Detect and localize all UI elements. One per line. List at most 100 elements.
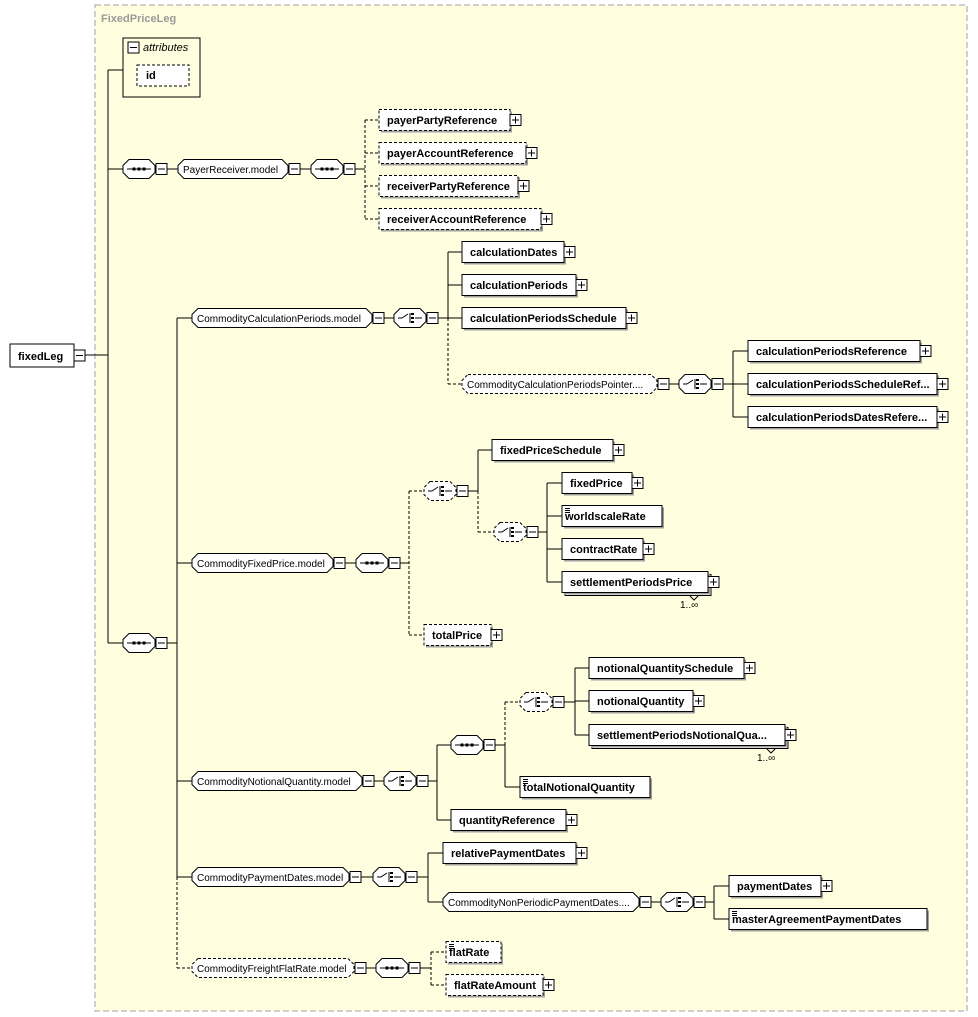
collapse-icon[interactable]	[155, 163, 168, 175]
element-notionalquantity[interactable]: notionalQuantity	[588, 690, 705, 714]
choice-compositor[interactable]	[372, 867, 418, 887]
expand-icon[interactable]	[542, 979, 555, 991]
element-quantityreference[interactable]: quantityReference	[450, 809, 578, 833]
expand-icon[interactable]	[563, 246, 576, 258]
collapse-icon[interactable]	[456, 485, 469, 497]
choice-compositor[interactable]	[493, 522, 539, 542]
element-fixedprice[interactable]: fixedPrice	[561, 472, 644, 496]
collapse-icon[interactable]	[552, 696, 565, 708]
expand-icon[interactable]	[936, 411, 949, 423]
simple-type-icon	[565, 508, 570, 513]
group-payerreceiver-model[interactable]: PayerReceiver.model	[177, 159, 301, 179]
element-label: masterAgreementPaymentDates	[732, 914, 901, 926]
sequence-compositor[interactable]	[122, 633, 168, 653]
expand-icon[interactable]	[612, 444, 625, 456]
expand-icon[interactable]	[575, 847, 588, 859]
collapse-icon[interactable]	[711, 378, 724, 390]
element-totalprice[interactable]: totalPrice	[423, 624, 503, 648]
collapse-icon[interactable]	[362, 775, 375, 787]
element-label: fixedPrice	[570, 478, 623, 490]
element-calculationperiodsscheduleref[interactable]: calculationPeriodsScheduleRef...	[747, 373, 949, 397]
collapse-icon[interactable]	[408, 962, 421, 974]
element-calculationperiodsreference[interactable]: calculationPeriodsReference	[747, 340, 932, 364]
sequence-compositor[interactable]	[355, 553, 401, 573]
element-flatrateamount[interactable]: flatRateAmount	[445, 974, 555, 998]
collapse-icon[interactable]	[416, 775, 429, 787]
collapse-icon[interactable]	[639, 896, 652, 908]
sequence-compositor[interactable]	[375, 958, 421, 978]
element-paymentdates[interactable]: paymentDates	[728, 875, 833, 899]
choice-compositor[interactable]	[519, 692, 565, 712]
expand-icon[interactable]	[692, 695, 705, 707]
element-payeraccountreference[interactable]: payerAccountReference	[378, 142, 538, 166]
complex-type-title: FixedPriceLeg	[101, 13, 176, 25]
choice-compositor[interactable]	[660, 892, 706, 912]
choice-compositor[interactable]	[678, 374, 724, 394]
group-commoditycalculationperiods-model[interactable]: CommodityCalculationPeriods.model	[191, 308, 385, 328]
collapse-icon[interactable]	[155, 637, 168, 649]
element-settlementperiodsnotionalqua[interactable]: settlementPeriodsNotionalQua...1..∞	[588, 724, 797, 765]
collapse-icon[interactable]	[333, 557, 346, 569]
root-collapse-icon[interactable]	[73, 349, 86, 362]
expand-icon[interactable]	[625, 312, 638, 324]
expand-icon[interactable]	[919, 345, 932, 357]
sequence-compositor[interactable]	[450, 735, 496, 755]
element-fixedpriceschedule[interactable]: fixedPriceSchedule	[491, 439, 625, 463]
collapse-icon[interactable]	[288, 163, 301, 175]
element-masteragreementpaymentdates[interactable]: masterAgreementPaymentDates	[728, 908, 929, 932]
expand-icon[interactable]	[540, 213, 553, 225]
element-totalnotionalquantity[interactable]: totalNotionalQuantity	[519, 776, 652, 800]
expand-icon[interactable]	[509, 114, 522, 126]
group-commoditynotionalquantity-model[interactable]: CommodityNotionalQuantity.model	[191, 771, 375, 791]
collapse-icon[interactable]	[526, 526, 539, 538]
collapse-icon[interactable]	[426, 312, 439, 324]
expand-icon[interactable]	[642, 543, 655, 555]
expand-icon[interactable]	[525, 147, 538, 159]
group-commoditynonperiodicpaymentdates[interactable]: CommodityNonPeriodicPaymentDates....	[442, 892, 652, 912]
collapse-icon[interactable]	[657, 378, 670, 390]
group-commoditycalculationperiodspointer[interactable]: CommodityCalculationPeriodsPointer....	[461, 374, 670, 394]
expand-icon[interactable]	[517, 180, 530, 192]
expand-icon[interactable]	[631, 477, 644, 489]
element-flatrate[interactable]: flatRate	[445, 941, 503, 965]
expand-icon[interactable]	[743, 662, 756, 674]
expand-icon[interactable]	[490, 629, 503, 641]
expand-icon[interactable]	[707, 576, 720, 588]
expand-icon[interactable]	[936, 378, 949, 390]
collapse-icon[interactable]	[349, 871, 362, 883]
expand-icon[interactable]	[820, 880, 833, 892]
collapse-icon[interactable]	[372, 312, 385, 324]
group-commodityfixedprice-model[interactable]: CommodityFixedPrice.model	[191, 553, 346, 573]
collapse-icon[interactable]	[405, 871, 418, 883]
root-element[interactable]: fixedLeg	[9, 343, 86, 368]
group-commoditypaymentdates-model[interactable]: CommodityPaymentDates.model	[191, 867, 362, 887]
group-commodityfreightflatrate-model[interactable]: CommodityFreightFlatRate.model	[191, 958, 367, 978]
element-calculationperiods[interactable]: calculationPeriods	[461, 274, 588, 298]
element-calculationdates[interactable]: calculationDates	[461, 241, 576, 265]
expand-icon[interactable]	[565, 814, 578, 826]
element-worldscalerate[interactable]: worldscaleRate	[561, 505, 664, 529]
expand-icon[interactable]	[784, 729, 797, 741]
element-notionalquantityschedule[interactable]: notionalQuantitySchedule	[588, 657, 756, 681]
element-receiveraccountreference[interactable]: receiverAccountReference	[378, 208, 553, 232]
expand-icon[interactable]	[575, 279, 588, 291]
attribute-id[interactable]	[136, 64, 190, 87]
sequence-compositor[interactable]	[122, 159, 168, 179]
element-calculationperiodsdatesrefere[interactable]: calculationPeriodsDatesRefere...	[747, 406, 949, 430]
element-relativepaymentdates[interactable]: relativePaymentDates	[442, 842, 588, 866]
choice-compositor[interactable]	[423, 481, 469, 501]
sequence-compositor[interactable]	[310, 159, 356, 179]
collapse-icon[interactable]	[693, 896, 706, 908]
choice-compositor[interactable]	[383, 771, 429, 791]
element-receiverpartyreference[interactable]: receiverPartyReference	[378, 175, 530, 199]
collapse-icon[interactable]	[483, 739, 496, 751]
element-label: calculationPeriodsDatesRefere...	[756, 412, 927, 424]
choice-compositor[interactable]	[393, 308, 439, 328]
collapse-icon[interactable]	[388, 557, 401, 569]
collapse-icon[interactable]	[343, 163, 356, 175]
element-calculationperiodsschedule[interactable]: calculationPeriodsSchedule	[461, 307, 638, 331]
element-contractrate[interactable]: contractRate	[561, 538, 655, 562]
element-payerpartyreference[interactable]: payerPartyReference	[378, 109, 522, 133]
collapse-icon[interactable]	[354, 962, 367, 974]
